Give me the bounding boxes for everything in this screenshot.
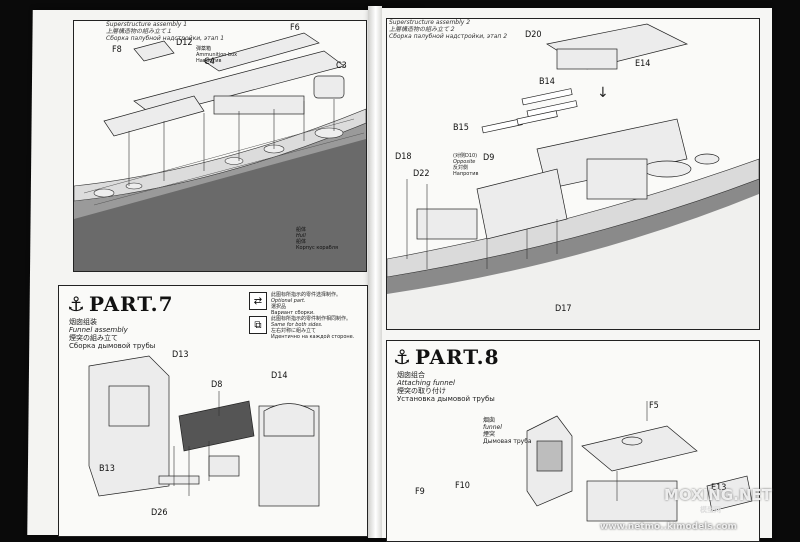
caption-line: Superstructure assembly 2 (389, 19, 471, 26)
label-f6: F6 (290, 23, 300, 33)
arrow-down-icon: ↓ (597, 85, 609, 101)
subtitle-line: Funnel assembly (69, 326, 128, 334)
label-c4: C4 (204, 57, 215, 67)
note-line: 反対側 (453, 165, 469, 171)
caption-line: 上層構造物の組み立て１ (106, 28, 173, 35)
note-line: 烟囱 (483, 417, 496, 424)
label-f9: F9 (415, 487, 425, 497)
label-d13: D13 (172, 350, 189, 360)
part-8-heading: ⚓ PART.8 (393, 345, 500, 369)
note-line: 煙突 (483, 431, 496, 438)
panel-superstructure-2: Superstructure assembly 2 上層構造物の組み立て２ Сб… (386, 18, 760, 330)
label-f10: F10 (455, 481, 470, 491)
label-d26: D26 (151, 508, 168, 518)
note-line: Opposite (453, 159, 476, 165)
subtitle-line: Сборка дымовой трубы (69, 342, 156, 350)
note-line: 船体 (296, 239, 307, 245)
legend-optional: ⇄ 此图标所指示的零件选择制作。 Optional part. 選択品 Вари… (249, 292, 341, 316)
note-line: Hull (296, 233, 306, 239)
part-7-title: PART.7 (88, 292, 174, 316)
label-d20: D20 (525, 30, 542, 40)
caption-line: Superstructure assembly 1 (106, 21, 188, 28)
watermark-sub: 模型网 (700, 506, 721, 514)
note-line: Напротив (453, 171, 479, 177)
panel-part-7: ⚓ PART.7 烟囱组装 Funnel assembly 煙突の組み立て Сб… (58, 285, 368, 537)
label-d17: D17 (555, 304, 572, 314)
anchor-icon: ⚓ (67, 292, 85, 316)
label-f8: F8 (112, 45, 122, 55)
legend-line: Идентично на каждой стороне. (271, 334, 355, 340)
subtitle-line: 煙突の組み立て (69, 334, 118, 342)
label-c3: C3 (336, 61, 347, 71)
subtitle-line: Attaching funnel (397, 379, 455, 387)
note-line: 弾薬箱 (196, 46, 212, 52)
label-e14: E14 (635, 59, 651, 69)
subtitle-line: 烟囱组装 (69, 318, 97, 326)
note-line: funnel (483, 424, 502, 431)
label-d12: D12 (176, 38, 193, 48)
anchor-icon: ⚓ (393, 345, 411, 369)
watermark-brand: MOXING.NET (664, 486, 772, 504)
caption-line: 上層構造物の組み立て２ (389, 26, 456, 33)
part-7-heading: ⚓ PART.7 (67, 292, 174, 316)
subtitle-line: 烟囱组合 (397, 371, 425, 379)
caption-line: Сборка палубной надстройки, этап 1 (106, 35, 225, 42)
label-d18: D18 (395, 152, 412, 162)
note-line: (对侧D10) (453, 153, 478, 159)
legend-line: Same for both sides. (271, 322, 323, 328)
subtitle-line: 煙突の取り付け (397, 387, 446, 395)
legend-line: Вариант сборки. (271, 310, 315, 316)
page-spine (368, 6, 382, 538)
superstructure-1-illustration (74, 32, 366, 271)
note-line: Ammunition box (196, 52, 238, 58)
optional-parts-icon: ⇄ (249, 292, 267, 310)
label-b15: B15 (453, 123, 469, 133)
superstructure-2-illustration (387, 23, 759, 329)
label-b14: B14 (539, 77, 555, 87)
label-d8: D8 (211, 380, 223, 390)
subtitle-line: Установка дымовой трубы (397, 395, 495, 403)
panel-superstructure-1: Superstructure assembly 1 上層構造物の組み立て１ Сб… (73, 20, 367, 272)
caption-line: Сборка палубной надстройки, этап 2 (389, 33, 508, 40)
note-line: 船体 (296, 227, 307, 233)
note-line: Дымовая труба (483, 438, 532, 445)
part-8-title: PART.8 (414, 345, 500, 369)
label-e13: E13 (711, 483, 727, 493)
legend-line: 此图标所指示的零件选择制作。 (271, 292, 342, 298)
label-f5: F5 (649, 401, 659, 411)
legend-line: 此图标所指示的零件制作相同制作。 (271, 316, 352, 322)
label-d22: D22 (413, 169, 430, 179)
watermark-url: www.netmo..kimodels.com (600, 522, 737, 532)
panel-part-8: ⚓ PART.8 烟囱组合 Attaching funnel 煙突の取り付け У… (386, 340, 760, 542)
note-line: Корпус корабля (296, 245, 338, 251)
legend-line: Optional part. (271, 298, 306, 304)
part-7-illustration (88, 355, 320, 507)
part-8-illustration (526, 401, 753, 522)
label-b13: B13 (99, 464, 115, 474)
label-d14: D14 (271, 371, 288, 381)
both-sides-icon: ⧉ (249, 316, 267, 334)
label-d9: D9 (483, 153, 495, 163)
legend-line: 左右対称に組み立て (271, 328, 317, 334)
legend-both-sides: ⧉ 此图标所指示的零件制作相同制作。 Same for both sides. … (249, 316, 354, 340)
note-line: Напротив (196, 58, 222, 64)
legend-line: 選択品 (271, 304, 287, 310)
